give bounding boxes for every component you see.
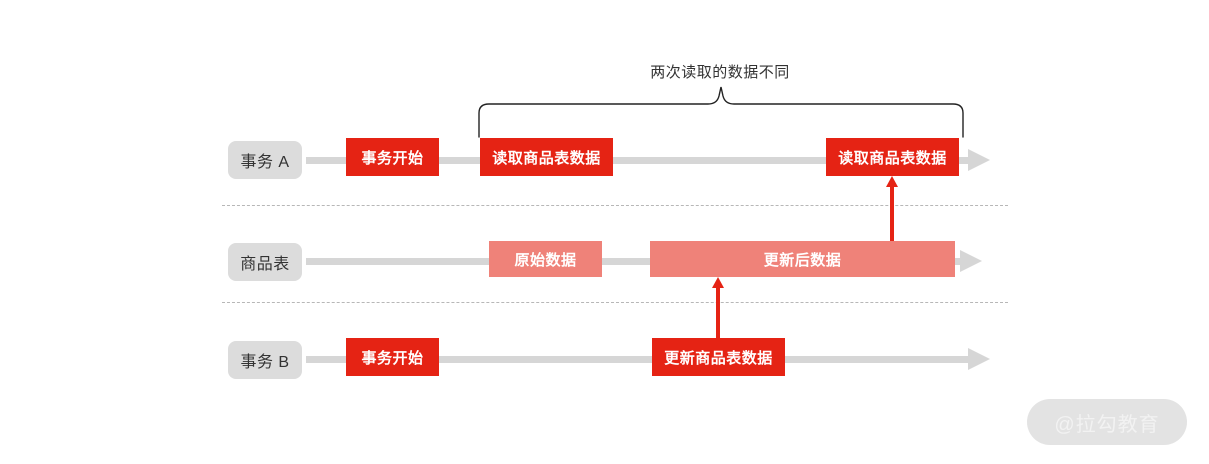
timeline-transaction-b [306, 356, 970, 363]
timeline-arrow-head-transaction-a [968, 149, 990, 171]
event-b-update[interactable]: 更新商品表数据 [652, 338, 785, 376]
annotation-label: 两次读取的数据不同 [650, 64, 790, 81]
watermark: @拉勾教育 [1027, 399, 1187, 445]
event-b-begin[interactable]: 事务开始 [346, 338, 439, 376]
event-a-begin[interactable]: 事务开始 [346, 138, 439, 176]
divider-row-1-2 [222, 205, 1008, 206]
arrow-update-to-table-icon [712, 277, 724, 338]
row-label-transaction-b: 事务 B [228, 341, 302, 379]
timeline-arrow-head-transaction-b [968, 348, 990, 370]
event-table-updated[interactable]: 更新后数据 [650, 241, 955, 277]
event-a-read-2[interactable]: 读取商品表数据 [826, 138, 959, 176]
event-a-read-1[interactable]: 读取商品表数据 [480, 138, 613, 176]
timeline-product-table [306, 258, 970, 265]
event-table-original[interactable]: 原始数据 [489, 241, 602, 277]
row-label-product-table: 商品表 [228, 243, 302, 281]
curly-brace-icon [478, 86, 964, 138]
row-label-transaction-a: 事务 A [228, 141, 302, 179]
divider-row-2-3 [222, 302, 1008, 303]
arrow-table-to-read-icon [886, 176, 898, 241]
timeline-transaction-a [306, 157, 970, 164]
timeline-arrow-head-product-table [960, 250, 982, 272]
